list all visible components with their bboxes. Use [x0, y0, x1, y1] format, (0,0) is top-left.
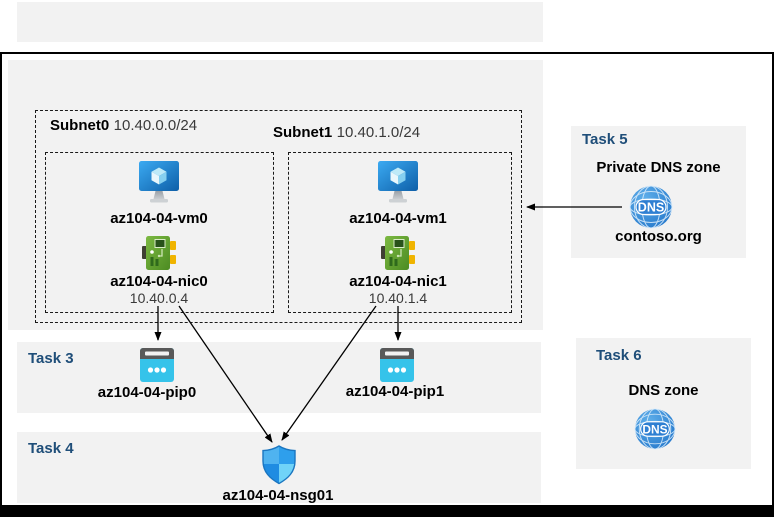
nic0-name: az104-04-nic0 — [110, 273, 208, 290]
subnet0-cidr: 10.40.0.0/24 — [113, 117, 198, 134]
subnet1-name: Subnet1 — [273, 124, 333, 141]
pip1-name: az104-04-pip1 — [345, 383, 445, 400]
dns-zone-icon: DNS — [634, 408, 676, 450]
public-ip1-icon — [380, 348, 414, 382]
task3-label: Task 3 — [28, 350, 74, 367]
subnet0-border — [45, 152, 274, 313]
subnet1-label: Subnet1 10.40.1.0/24 — [273, 124, 420, 142]
subnet0-name: Subnet0 — [50, 117, 110, 134]
pip0-name: az104-04-pip0 — [97, 384, 197, 401]
nic1-ip: 10.40.1.4 — [368, 290, 428, 306]
nic1-icon — [381, 236, 415, 270]
task5-label: Task 5 — [582, 131, 628, 148]
task6-label: Task 6 — [596, 347, 642, 364]
private-dns-zone-name: contoso.org — [615, 228, 702, 245]
nic0-icon — [142, 236, 176, 270]
task6-panel — [576, 338, 751, 469]
resource-group-band — [17, 2, 543, 42]
subnet1-border — [288, 152, 512, 313]
vnet-box — [8, 60, 543, 330]
public-ip0-icon — [140, 348, 174, 382]
vm0-icon — [139, 161, 179, 203]
subnet0-label: Subnet0 10.40.0.0/24 — [50, 117, 197, 135]
vm0-name: az104-04-vm0 — [110, 210, 208, 227]
vm1-name: az104-04-vm1 — [349, 210, 447, 227]
nsg-shield-icon — [262, 445, 296, 485]
nsg-name: az104-04-nsg01 — [222, 487, 334, 504]
vm1-icon — [378, 161, 418, 203]
subnets-group-border — [35, 110, 522, 323]
private-dns-icon: DNS — [629, 185, 673, 229]
dns-zone-icon-text: DNS — [642, 422, 667, 436]
subnet1-cidr: 10.40.1.0/24 — [336, 124, 421, 141]
nic0-ip: 10.40.0.4 — [129, 290, 189, 306]
private-dns-icon-text: DNS — [638, 201, 664, 215]
private-dns-zone-title: Private DNS zone — [596, 159, 721, 176]
dns-zone-title: DNS zone — [628, 382, 699, 399]
nic1-name: az104-04-nic1 — [349, 273, 447, 290]
task3-band — [17, 342, 541, 413]
task4-label: Task 4 — [28, 440, 74, 457]
